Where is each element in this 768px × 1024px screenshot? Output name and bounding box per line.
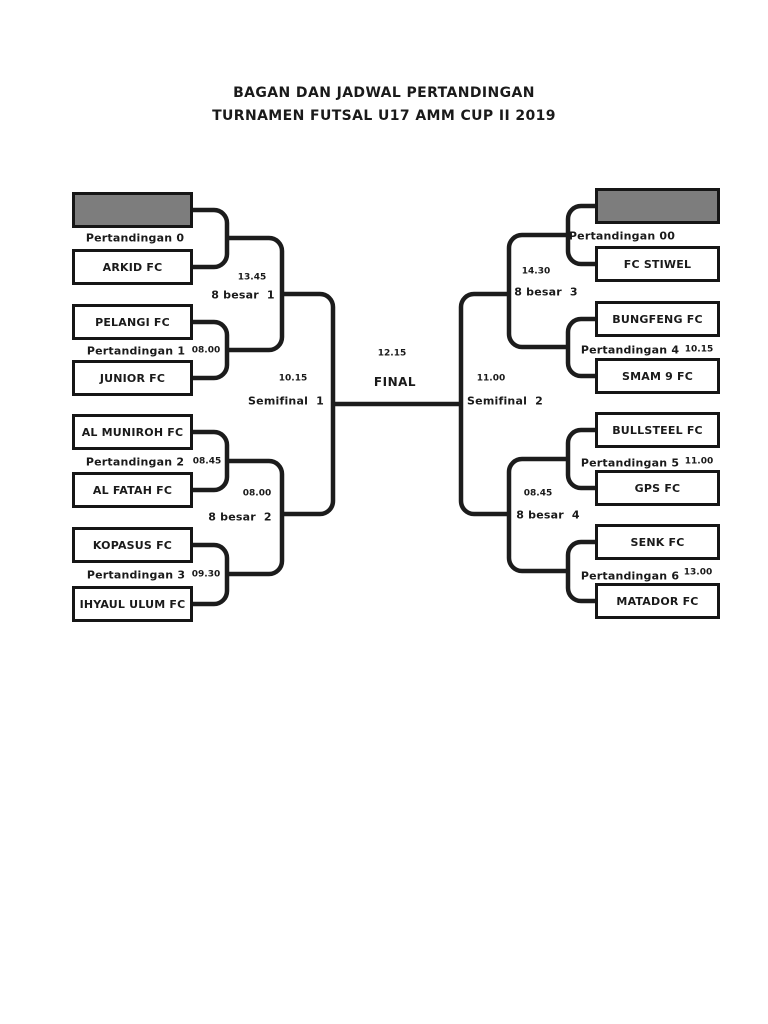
team-name: BUNGFENG FC <box>612 312 703 326</box>
page-title: BAGAN DAN JADWAL PERTANDINGAN <box>233 85 535 101</box>
quarterfinal-2-label: 8 besar 2 <box>208 510 272 524</box>
team-name: MATADOR FC <box>616 594 699 608</box>
team-name: SMAM 9 FC <box>621 369 694 383</box>
team-name: IHYAUL ULUM FC <box>79 597 186 611</box>
match-time-pertandingan-1: 08.00 <box>191 345 221 356</box>
quarterfinal-4-time: 08.45 <box>523 488 553 499</box>
match-time-pertandingan-6: 13.00 <box>683 567 713 578</box>
semifinal-2-time: 11.00 <box>476 373 506 384</box>
team-box-matador-fc: MATADOR FC <box>595 583 720 619</box>
team-name: JUNIOR FC <box>99 371 166 385</box>
match-label-pertandingan-4: Pertandingan 4 <box>580 343 680 357</box>
team-box-bungfeng-fc: BUNGFENG FC <box>595 301 720 337</box>
team-name: SENK FC <box>630 535 685 549</box>
team-name: BULLSTEEL FC <box>612 423 703 437</box>
page-subtitle: TURNAMEN FUTSAL U17 AMM CUP II 2019 <box>212 108 556 124</box>
match-label-pertandingan-3: Pertandingan 3 <box>86 568 186 582</box>
match-label-pertandingan-5: Pertandingan 5 <box>580 456 680 470</box>
match-label-pertandingan-1: Pertandingan 1 <box>86 344 186 358</box>
team-box-pelangi-fc: PELANGI FC <box>72 304 193 340</box>
final-time: 12.15 <box>377 348 407 359</box>
match-label-pertandingan-2: Pertandingan 2 <box>85 455 185 469</box>
match-time-pertandingan-5: 11.00 <box>684 456 714 467</box>
team-box-arkid-fc: ARKID FC <box>72 249 193 285</box>
team-box-fc-stiwel: FC STIWEL <box>595 246 720 282</box>
quarterfinal-2-time: 08.00 <box>242 488 272 499</box>
semifinal-1-label: Semifinal 1 <box>248 394 324 408</box>
team-box-kopasus-fc: KOPASUS FC <box>72 527 193 563</box>
semifinal-1-time: 10.15 <box>278 373 308 384</box>
team-name: FC STIWEL <box>623 257 692 271</box>
quarterfinal-3-time: 14.30 <box>521 266 551 277</box>
quarterfinal-3-label: 8 besar 3 <box>514 285 578 299</box>
final-label: FINAL <box>373 375 417 389</box>
team-name: AL MUNIROH FC <box>81 425 184 439</box>
quarterfinal-1-time: 13.45 <box>237 272 267 283</box>
match-time-pertandingan-3: 09.30 <box>191 569 221 580</box>
connector-right-semifinal <box>458 291 509 517</box>
team-box-bullsteel-fc: BULLSTEEL FC <box>595 412 720 448</box>
team-box-senk-fc: SENK FC <box>595 524 720 560</box>
team-name: ARKID FC <box>102 260 163 274</box>
team-box-al-muniroh-fc: AL MUNIROH FC <box>72 414 193 450</box>
team-name: GPS FC <box>634 481 681 495</box>
team-box-junior-fc: JUNIOR FC <box>72 360 193 396</box>
team-name: PELANGI FC <box>95 315 170 329</box>
match-time-pertandingan-4: 10.15 <box>684 344 714 355</box>
match-time-pertandingan-2: 08.45 <box>192 456 222 467</box>
semifinal-2-label: Semifinal 2 <box>467 394 543 408</box>
quarterfinal-4-label: 8 besar 4 <box>516 508 580 522</box>
match-label-pertandingan-6: Pertandingan 6 <box>580 569 680 583</box>
connector-right-quarter3 <box>506 232 568 350</box>
team-box-al-fatah-fc: AL FATAH FC <box>72 472 193 508</box>
team-box-ihyaul-ulum-fc: IHYAUL ULUM FC <box>72 586 193 622</box>
connector-left-match0 <box>193 207 230 270</box>
match-label-pertandingan-00: Pertandingan 00 <box>568 229 676 243</box>
team-name: KOPASUS FC <box>92 538 173 552</box>
quarterfinal-1-label: 8 besar 1 <box>211 288 275 302</box>
match-label-pertandingan-0: Pertandingan 0 <box>85 231 185 245</box>
placeholder-team-box-right <box>595 188 720 224</box>
team-box-gps-fc: GPS FC <box>595 470 720 506</box>
team-name: AL FATAH FC <box>92 483 173 497</box>
placeholder-team-box-left <box>72 192 193 228</box>
connector-left-quarter2 <box>227 458 285 577</box>
team-box-smam-9-fc: SMAM 9 FC <box>595 358 720 394</box>
